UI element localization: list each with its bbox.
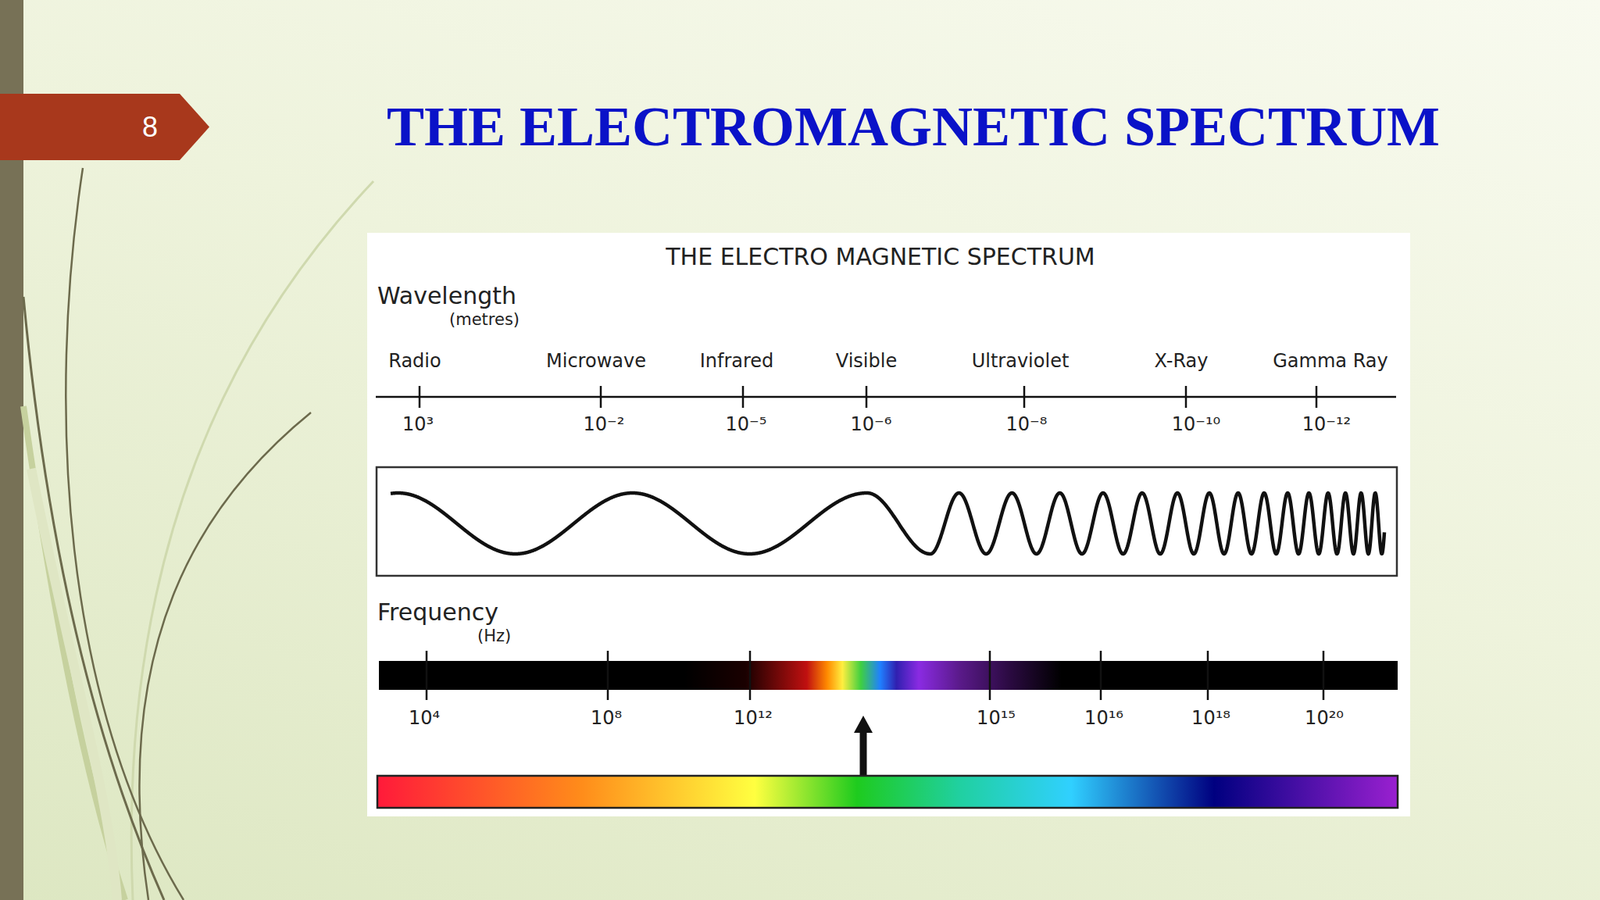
frequency-value: 10²⁰ — [1304, 708, 1344, 728]
wavelength-value: 10⁻⁵ — [725, 414, 768, 434]
visible-spectrum-bar — [377, 775, 1398, 808]
wavelength-value: 10⁻⁶ — [850, 414, 893, 434]
slide-number-tab: 8 — [0, 93, 210, 161]
frequency-value: 10⁴ — [408, 708, 440, 728]
axis-title: Wavelength — [377, 284, 517, 308]
band-name: Radio — [388, 351, 441, 371]
wavelength-value: 10⁻¹² — [1302, 414, 1351, 434]
chirp-wave — [390, 492, 1385, 554]
band-name: X-Ray — [1154, 351, 1209, 371]
curve — [131, 181, 374, 900]
curve — [23, 406, 125, 900]
slide-title: THE ELECTROMAGNETIC SPECTRUM — [386, 98, 1440, 155]
frequency-value: 10¹² — [733, 708, 773, 728]
band-name: Microwave — [546, 351, 647, 371]
wavelength-axis — [375, 385, 1397, 408]
image-heading: THE ELECTRO MAGNETIC SPECTRUM — [665, 245, 1096, 269]
wavelength-value: 10⁻¹⁰ — [1171, 414, 1221, 434]
slide-number: 8 — [142, 113, 158, 142]
band-name: Infrared — [700, 351, 775, 371]
frequency-value: 10¹⁸ — [1191, 708, 1231, 728]
curve — [23, 296, 165, 900]
axis-unit: (Hz) — [477, 628, 511, 645]
band-name: Visible — [835, 351, 897, 371]
wavelength-value: 10³ — [402, 414, 434, 434]
wavelength-value: 10⁻⁸ — [1006, 414, 1048, 434]
frequency-bar — [378, 660, 1398, 690]
band-name: Gamma Ray — [1272, 351, 1388, 371]
arrow-head — [853, 715, 873, 733]
curve — [139, 412, 311, 900]
frequency-ticks — [426, 650, 1324, 700]
frequency-value: 10¹⁵ — [976, 708, 1016, 728]
band-name: Ultraviolet — [971, 351, 1070, 371]
axis-unit: (metres) — [449, 311, 520, 329]
tab-fill — [0, 93, 210, 161]
frequency-value: 10⁸ — [590, 708, 622, 728]
curve — [65, 167, 184, 900]
wavelength-value: 10⁻² — [583, 414, 625, 434]
axis-title: Frequency — [377, 600, 499, 625]
wave-box — [376, 467, 1397, 576]
curve — [31, 468, 118, 900]
frequency-value: 10¹⁶ — [1084, 708, 1124, 728]
tab-shape — [0, 93, 210, 161]
pointer-arrow — [860, 730, 868, 776]
